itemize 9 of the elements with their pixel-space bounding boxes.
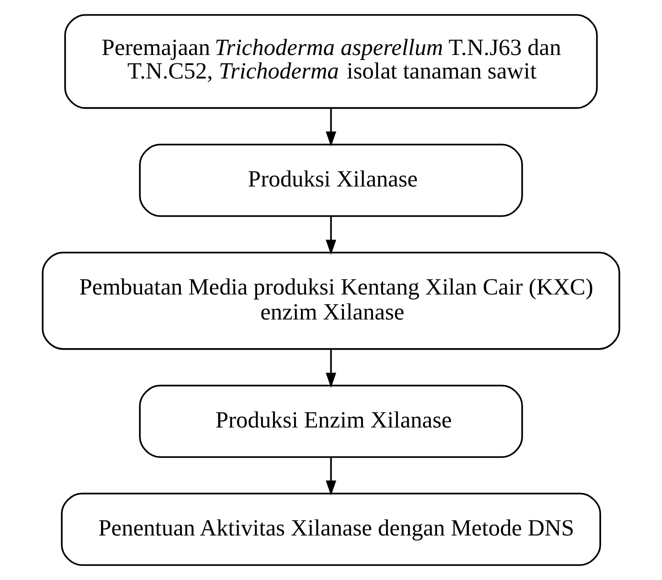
arrow <box>326 108 336 146</box>
node-box: Produksi Xilanase <box>139 144 523 217</box>
node-box: Penentuan Aktivitas Xilanase dengan Metode DNS <box>60 492 602 566</box>
arrow <box>326 349 336 388</box>
node-box: Produksi Enzim Xilanase <box>139 384 523 458</box>
node-box: Pembuatan Media produksi Kentang Xilan Cair (KXC) enzim Xilanase <box>42 252 620 350</box>
node-box: Peremajaan Trichoderma asperellum T.N.J63 dan T.N.C52, Trichoderma isolat tanaman sawit <box>64 14 598 109</box>
arrow <box>326 216 336 255</box>
arrow <box>326 457 336 496</box>
